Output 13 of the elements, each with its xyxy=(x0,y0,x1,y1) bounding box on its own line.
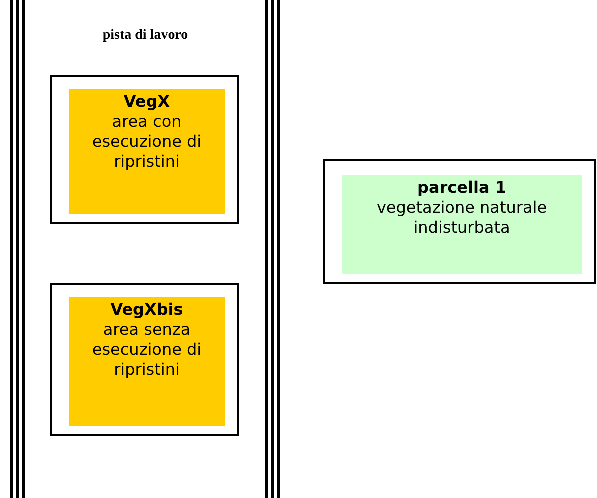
box-heading: VegX xyxy=(124,92,170,112)
box-description: vegetazione naturale indisturbata xyxy=(376,198,548,238)
area-box xyxy=(69,297,225,426)
plot-box xyxy=(342,175,582,274)
outer-frame-box xyxy=(50,75,239,224)
outer-frame-box xyxy=(50,283,239,436)
lane-title: pista di lavoro xyxy=(102,28,190,44)
box-description: area con esecuzione di ripristini xyxy=(91,112,203,172)
outer-frame-box xyxy=(323,159,596,284)
box-heading: parcella 1 xyxy=(418,178,506,198)
area-box xyxy=(69,89,225,214)
box-description: area senza esecuzione di ripristini xyxy=(91,320,203,380)
box-heading: VegXbis xyxy=(110,300,184,320)
